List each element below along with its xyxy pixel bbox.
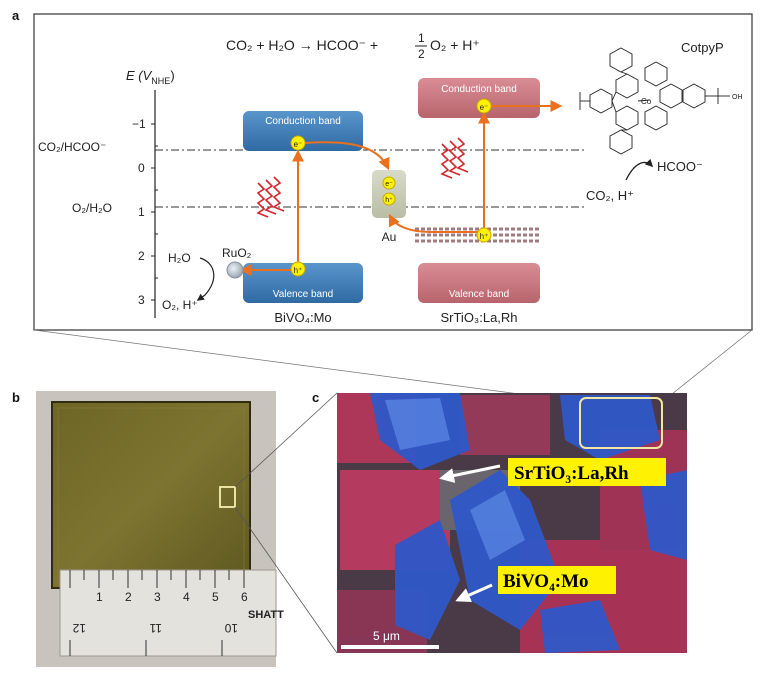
- hole-transfer-arrow: [388, 213, 480, 233]
- svg-text:h⁺: h⁺: [480, 232, 489, 241]
- sem-micrograph: SrTiO₃:La,Rh BiVO₄:Mo 5 μm: [337, 393, 687, 653]
- label-box: [508, 458, 666, 486]
- water-label: H₂O: [168, 251, 191, 265]
- svg-text:Conduction band: Conduction band: [265, 116, 341, 127]
- electron-carrier: e⁻: [476, 98, 492, 114]
- bivo4-micro-label: BiVO₄:Mo: [503, 571, 589, 592]
- water-oxidation-arrow: [196, 257, 215, 301]
- tick-label: −1: [132, 117, 146, 131]
- hole-carrier: h⁺: [290, 261, 306, 277]
- electron-transfer-arrow: [304, 141, 390, 171]
- formate-product-label: HCOO⁻: [657, 159, 703, 174]
- svg-text:Valence band: Valence band: [273, 289, 333, 300]
- equation-tail: O₂ + H⁺: [430, 37, 480, 53]
- zoom-line: [234, 392, 338, 488]
- scale-bar: [341, 645, 439, 649]
- ruler-cm-label: 5: [212, 590, 219, 604]
- co2-reduction-arrow: [625, 158, 654, 181]
- tick-label: 1: [138, 205, 145, 219]
- cobalt-center-label: Co: [641, 97, 652, 106]
- svg-text:e⁻: e⁻: [385, 181, 393, 188]
- ruler-inch-label: 10: [224, 621, 238, 635]
- light-excitation-icon: [256, 176, 285, 218]
- svg-text:RuO₂: RuO₂: [222, 246, 252, 260]
- axis-label: E (VNHE): [126, 68, 175, 86]
- svg-text:h⁺: h⁺: [385, 197, 393, 204]
- srtio3-micro-label: SrTiO₃:La,Rh: [514, 463, 629, 484]
- light-excitation-icon: [440, 137, 469, 179]
- bivo4-valence-band: Valence band: [243, 263, 363, 303]
- ruler-cm-label: 6: [241, 590, 248, 604]
- electron-carrier: e⁻: [290, 135, 306, 151]
- ruler: 1 2 3 4 5 6 SHATT 12 11 10: [59, 569, 284, 657]
- ruler-cm-label: 1: [96, 590, 103, 604]
- equation-half-num: 1: [418, 31, 425, 45]
- svg-text:Conduction band: Conduction band: [441, 84, 517, 95]
- svg-text:e⁻: e⁻: [294, 140, 303, 149]
- redox-co2-label: CO₂/HCOO⁻: [38, 140, 106, 154]
- scale-bar-label: 5 μm: [373, 629, 400, 643]
- srtio3-label: SrTiO₃:La,Rh: [440, 310, 517, 325]
- ruler-cm-label: 2: [125, 590, 132, 604]
- electron-carrier: e⁻: [382, 176, 396, 190]
- catalyst-name: CotpyP: [681, 40, 724, 55]
- zoom-line: [33, 329, 581, 403]
- equation-text: CO₂ + H₂O → HCOO⁻ +: [226, 37, 378, 53]
- svg-text:Au: Au: [382, 230, 397, 244]
- equation-half-den: 2: [418, 47, 425, 61]
- zoom-line: [661, 329, 753, 403]
- tick-label: 0: [138, 161, 145, 175]
- zoom-region-marker: [219, 486, 236, 508]
- zoom-region-marker: [579, 397, 663, 449]
- panel-letter-c: c: [312, 390, 319, 405]
- ruler-inch-label: 11: [149, 621, 162, 635]
- srtio3-conduction-band: Conduction band: [418, 78, 540, 118]
- svg-text:h⁺: h⁺: [294, 266, 303, 275]
- ruler-brand: SHATT: [248, 609, 284, 621]
- zoom-line: [234, 506, 338, 654]
- bivo4-label: BiVO₄:Mo: [274, 310, 331, 325]
- reaction-equation: CO₂ + H₂O → HCOO⁻ + 1 2 O₂ + H⁺: [226, 31, 480, 61]
- svg-text:e⁻: e⁻: [480, 103, 489, 112]
- tick-label: 2: [138, 249, 145, 263]
- ruler-cm-label: 4: [183, 590, 190, 604]
- ruler-inch-label: 12: [72, 621, 86, 635]
- sample-photo: 1 2 3 4 5 6 SHATT 12 11 10: [36, 391, 284, 667]
- hole-carrier: h⁺: [476, 227, 492, 243]
- srtio3-valence-band: Valence band: [418, 263, 540, 303]
- label-box: [498, 566, 616, 594]
- pointer-arrow: [439, 464, 501, 483]
- panel-letter-a: a: [12, 8, 20, 23]
- panel-letter-b: b: [12, 390, 20, 405]
- redox-o2-label: O₂/H₂O: [72, 201, 112, 215]
- oxygen-products-label: O₂, H⁺: [162, 298, 198, 312]
- ruler-cm-label: 3: [154, 590, 161, 604]
- hole-carrier: h⁺: [382, 192, 396, 206]
- energy-axis: E (VNHE) −1 0 1 2 3: [126, 68, 175, 318]
- co2-reactants-label: CO₂, H⁺: [586, 188, 634, 203]
- svg-text:Valence band: Valence band: [449, 289, 509, 300]
- cotpyp-molecule-icon: [579, 47, 730, 155]
- pointer-arrow: [455, 583, 493, 603]
- oh-label: OH: [732, 94, 743, 101]
- ruo2-cocatalyst: RuO₂: [222, 246, 252, 279]
- bivo4-conduction-band: Conduction band: [243, 111, 363, 151]
- tick-label: 3: [138, 293, 145, 307]
